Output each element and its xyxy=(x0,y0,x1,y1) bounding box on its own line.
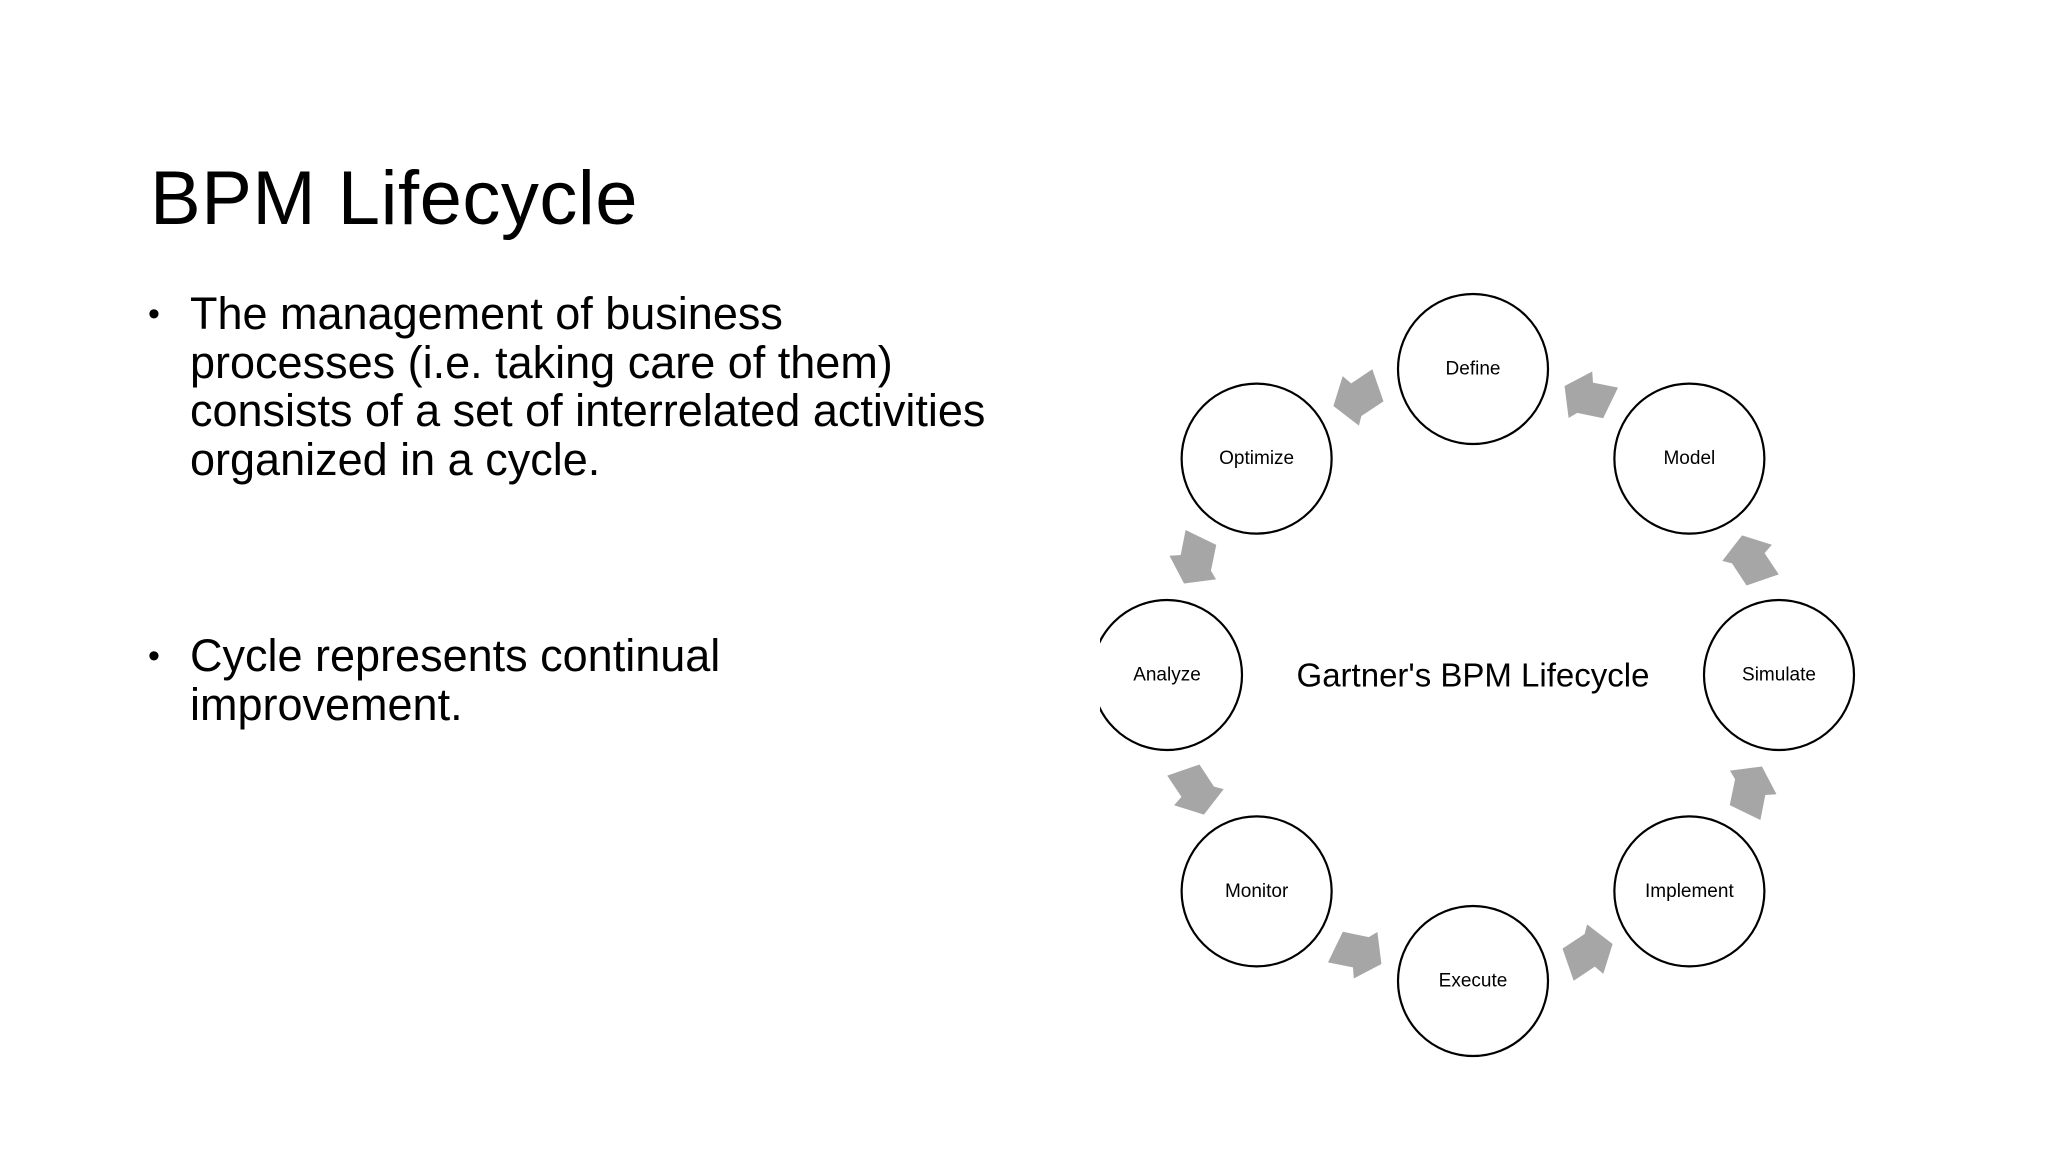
page-title: BPM Lifecycle xyxy=(150,155,638,241)
bullet-spacer xyxy=(148,484,988,632)
cycle-node-label: Optimize xyxy=(1219,448,1294,469)
cycle-arrow-layer xyxy=(1167,369,1779,981)
cycle-node-circle xyxy=(1702,598,1856,752)
cycle-arrow-define-to-model xyxy=(1564,371,1619,419)
cycle-arrow-optimize-to-define xyxy=(1333,369,1384,426)
cycle-node-label: Analyze xyxy=(1133,665,1201,686)
cycle-node-circle xyxy=(1180,815,1333,968)
cycle-node-label: Simulate xyxy=(1742,665,1816,686)
cycle-node-circle xyxy=(1613,815,1766,968)
bullet-marker-icon: • xyxy=(148,637,160,676)
bullet-item-2: • Cycle represents continual improvement… xyxy=(148,632,988,729)
cycle-node-optimize[interactable]: Optimize xyxy=(1180,382,1333,535)
cycle-node-circle xyxy=(1100,598,1244,752)
cycle-node-analyze[interactable]: Analyze xyxy=(1100,598,1244,752)
cycle-node-label: Monitor xyxy=(1225,881,1289,902)
diagram-center-label: Gartner's BPM Lifecycle xyxy=(1297,657,1650,694)
cycle-node-execute[interactable]: Execute xyxy=(1396,904,1550,1058)
cycle-node-label: Define xyxy=(1446,359,1501,380)
cycle-node-circle xyxy=(1613,382,1766,535)
cycle-node-monitor[interactable]: Monitor xyxy=(1180,815,1333,968)
cycle-node-circle xyxy=(1180,382,1333,535)
cycle-node-circle xyxy=(1396,292,1550,446)
cycle-arrow-execute-to-monitor xyxy=(1327,931,1382,979)
cycle-arrow-model-to-simulate xyxy=(1722,535,1779,586)
cycle-node-label: Implement xyxy=(1645,881,1734,902)
bullet-item-2-text: Cycle represents continual improvement. xyxy=(190,630,721,730)
cycle-node-circle xyxy=(1396,904,1550,1058)
cycle-node-define[interactable]: Define xyxy=(1396,292,1550,446)
cycle-arrow-implement-to-execute xyxy=(1562,924,1613,981)
bullet-item-1-text: The management of business processes (i.… xyxy=(190,288,986,485)
cycle-arrow-monitor-to-analyze xyxy=(1167,764,1224,815)
bullet-item-1: • The management of business processes (… xyxy=(148,288,988,485)
bullet-marker-icon: • xyxy=(148,295,160,333)
cycle-node-model[interactable]: Model xyxy=(1613,382,1766,535)
slide-body-text: • The management of business processes (… xyxy=(148,288,988,730)
cycle-node-label: Execute xyxy=(1439,971,1508,992)
cycle-node-simulate[interactable]: Simulate xyxy=(1702,598,1856,752)
cycle-arrow-analyze-to-optimize xyxy=(1169,529,1217,584)
cycle-arrow-simulate-to-implement xyxy=(1729,766,1777,821)
cycle-node-label: Model xyxy=(1663,448,1715,469)
cycle-node-implement[interactable]: Implement xyxy=(1613,815,1766,968)
